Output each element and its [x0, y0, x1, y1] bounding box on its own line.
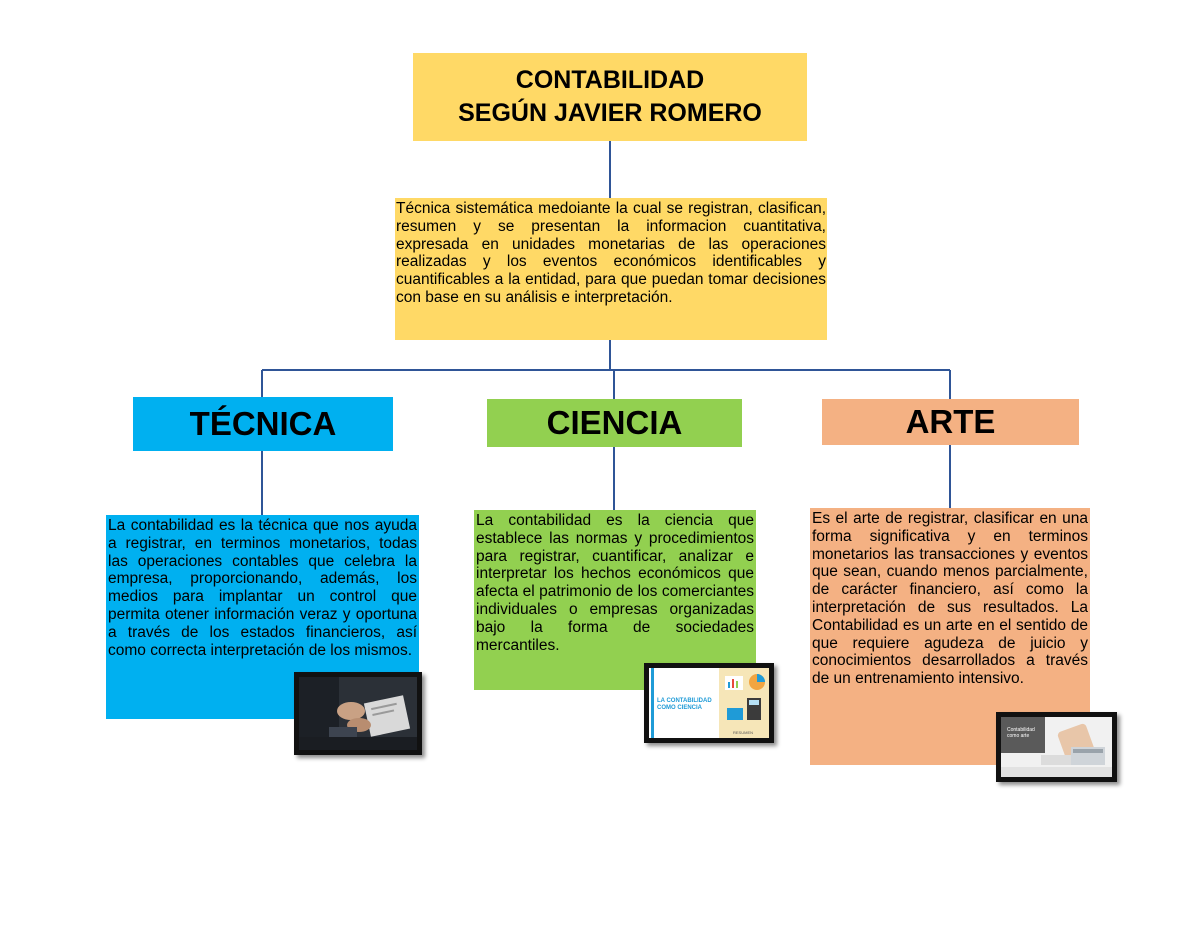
ciencia-slide-accent	[651, 668, 654, 738]
branch-tecnica-label: TÉCNICA	[189, 405, 337, 442]
tecnica-thumbnail-image	[294, 672, 422, 755]
branch-arte: ARTE	[822, 399, 1079, 445]
main-title-line1: CONTABILIDAD	[515, 66, 705, 94]
branch-arte-label: ARTE	[905, 403, 996, 440]
arte-photo-illustration	[1001, 717, 1112, 777]
arte-photo-caption: Contabilidad como arte	[1007, 727, 1035, 739]
main-title-box: CONTABILIDAD SEGÚN JAVIER ROMERO	[413, 53, 807, 141]
tecnica-photo-illustration	[299, 677, 417, 750]
branch-tecnica: TÉCNICA	[133, 397, 393, 451]
ciencia-thumbnail-image: LA CONTABILIDAD COMO CIENCIA RESUMEN	[644, 663, 774, 743]
ciencia-slide-footer: RESUMEN	[733, 730, 754, 735]
ciencia-description: La contabilidad es la ciencia que establ…	[474, 510, 756, 690]
ciencia-slide-panel	[649, 668, 719, 738]
branch-ciencia-label: CIENCIA	[546, 404, 683, 441]
main-title-line2: SEGÚN JAVIER ROMERO	[458, 99, 762, 127]
chart-illustration-icon	[725, 674, 765, 720]
definition-box: Técnica sistemática medoiante la cual se…	[395, 198, 827, 340]
ciencia-slide-title: LA CONTABILIDAD COMO CIENCIA	[657, 698, 712, 711]
ciencia-slide-art	[719, 668, 769, 738]
branch-ciencia: CIENCIA	[487, 399, 742, 447]
tecnica-description: La contabilidad es la técnica que nos ay…	[106, 515, 419, 719]
arte-thumbnail-image: Contabilidad como arte	[996, 712, 1117, 782]
